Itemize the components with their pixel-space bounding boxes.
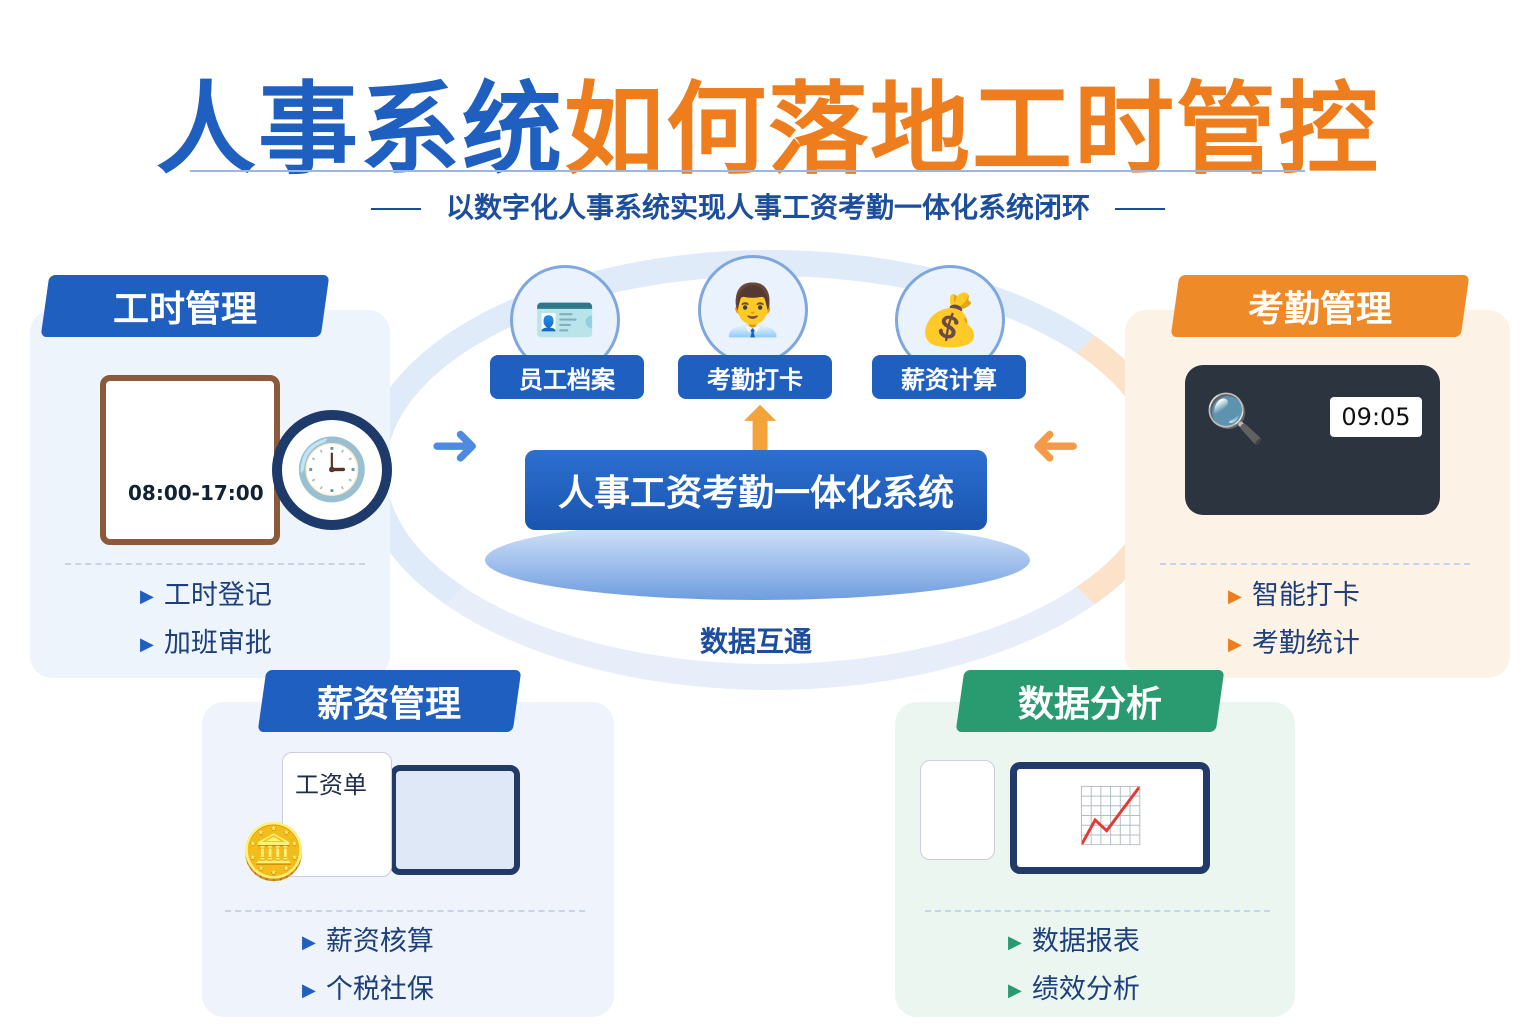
work-hours-text: 08:00-17:00	[128, 481, 264, 505]
panel-attendance-list: 智能打卡考勤统计	[1228, 572, 1360, 668]
panel-attendance-title: 考勤管理	[1170, 275, 1470, 337]
report-document-illustration	[920, 760, 995, 860]
right-arrow-icon: ➜	[430, 410, 481, 480]
platform-disc	[485, 520, 1030, 600]
bar-chart-icon: 📈	[1077, 784, 1145, 847]
title-divider	[190, 170, 1305, 172]
left-arrow-icon: ➜	[1030, 410, 1081, 480]
panel-analytics-title: 数据分析	[955, 670, 1225, 732]
panel-payroll-list: 薪资核算个税社保	[302, 918, 434, 1014]
panel-payroll-title: 薪资管理	[257, 670, 522, 732]
fingerprint-icon: 🔍	[1205, 391, 1265, 447]
up-arrow-icon: ⬆	[735, 395, 786, 465]
payslip-label: 工资单	[295, 771, 367, 799]
step-clock-in: 考勤打卡	[678, 355, 832, 399]
laptop-illustration	[390, 765, 520, 875]
fingerprint-device-illustration: 🔍 09:05	[1185, 365, 1440, 515]
timesheet-illustration: 08:00-17:00	[100, 375, 280, 545]
laptop-chart-illustration: 📈	[1010, 762, 1210, 874]
page-title: 人事系统如何落地工时管控	[156, 71, 1380, 188]
panel-hours-list: 工时登记加班审批	[140, 572, 272, 668]
payslip-illustration: 工资单	[282, 752, 392, 877]
step-employee-records: 员工档案	[490, 355, 644, 399]
subtitle: 以数字化人事系统实现人事工资考勤一体化系统闭环	[0, 186, 1536, 226]
coins-icon: 🪙	[240, 820, 308, 883]
step-payroll-calc: 薪资计算	[872, 355, 1026, 399]
panel-hours-title: 工时管理	[40, 275, 330, 337]
employee-avatar-icon: 👨‍💼	[698, 255, 808, 365]
flow-label: 数据互通	[700, 625, 813, 658]
center-system-label: 人事工资考勤一体化系统	[525, 450, 987, 530]
device-time: 09:05	[1330, 397, 1422, 437]
panel-analytics-list: 数据报表绩效分析	[1008, 918, 1140, 1014]
clock-icon: 🕒	[272, 410, 392, 530]
